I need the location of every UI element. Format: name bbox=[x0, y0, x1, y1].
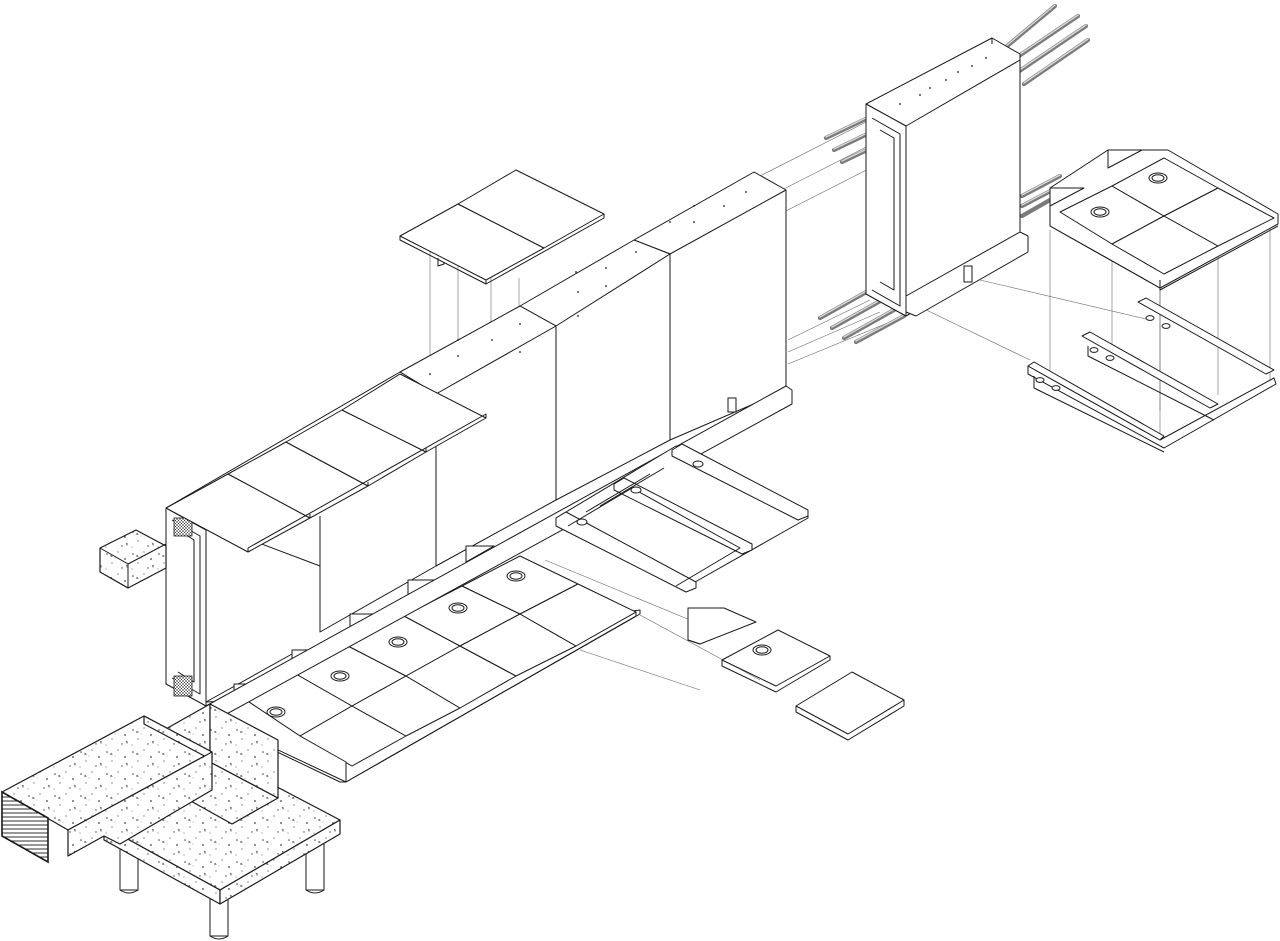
concrete-foundation bbox=[1, 529, 341, 940]
rebar-rods-lower bbox=[817, 287, 907, 345]
rebar-rods-upper bbox=[823, 3, 1091, 219]
loose-exploded-tiles bbox=[687, 607, 905, 741]
right-platform-top-plate bbox=[1049, 149, 1279, 291]
rail-frame-assembly bbox=[205, 385, 809, 729]
right-platform-frame bbox=[1027, 297, 1277, 453]
rear-column-unit bbox=[865, 37, 1029, 317]
wall-top-cap-plates bbox=[165, 373, 487, 553]
left-end-frame bbox=[165, 507, 207, 707]
floating-roof-plate bbox=[399, 169, 605, 285]
